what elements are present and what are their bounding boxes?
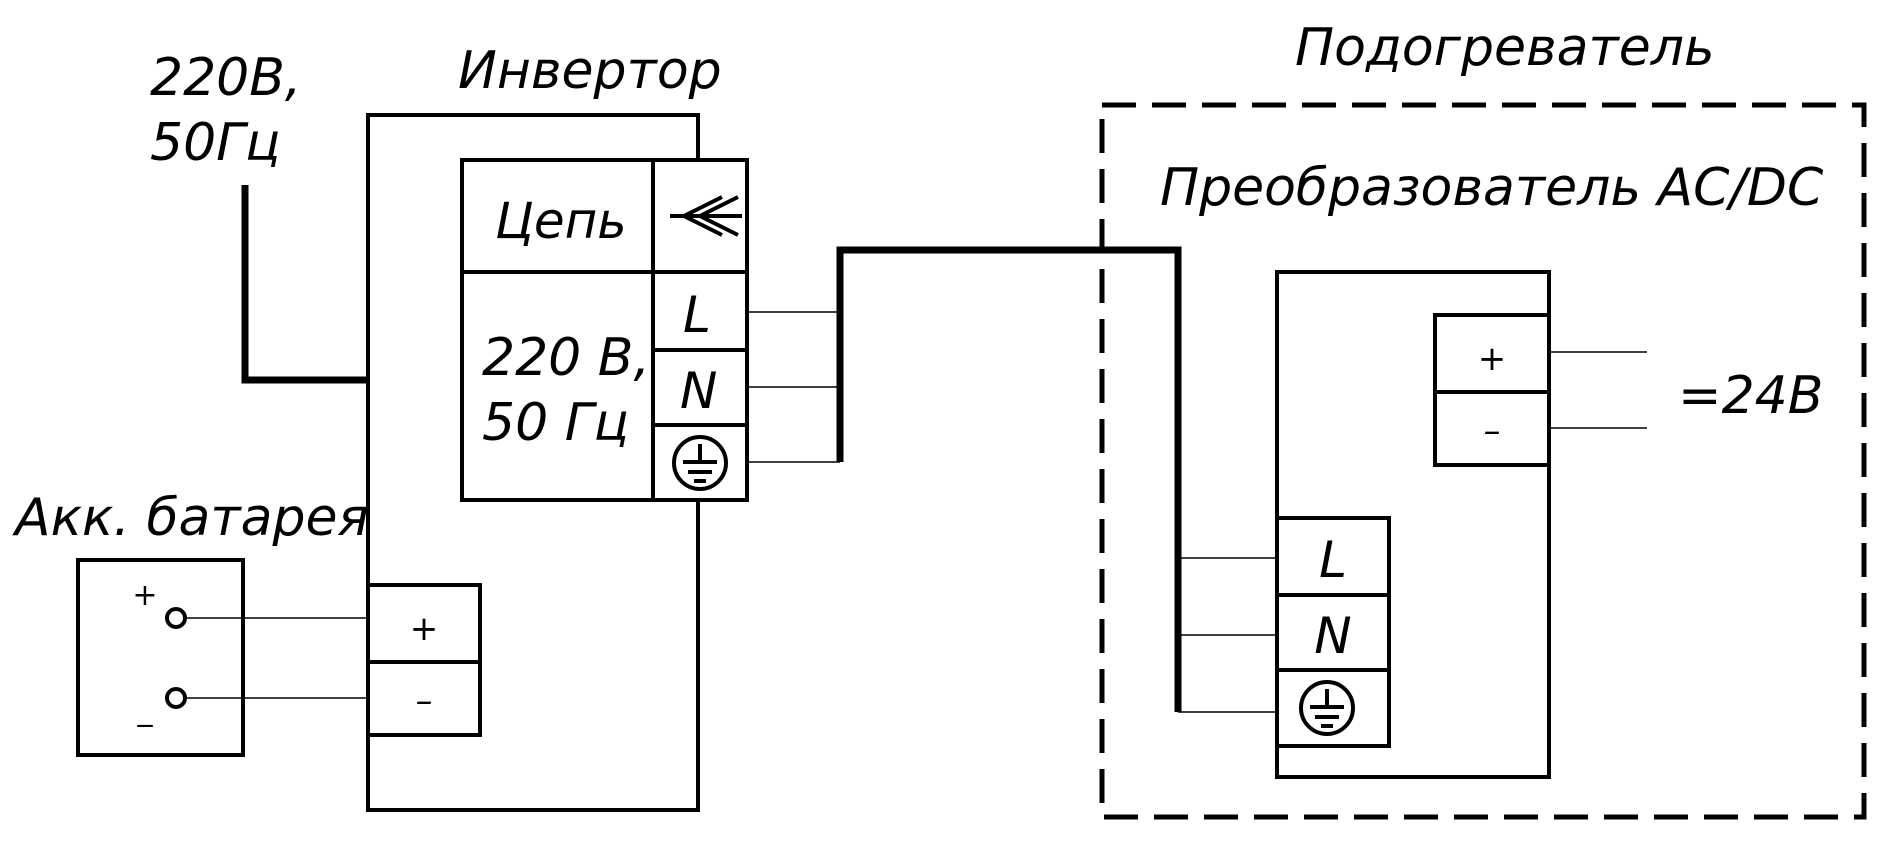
- mains-feed-wire: [241, 185, 368, 384]
- battery-title: Акк. батарея: [12, 488, 369, 548]
- converter-title: Преобразователь АС/DC: [1160, 158, 1824, 218]
- converter-terminal-minus: –: [1484, 411, 1501, 451]
- converter-terminal-n: N: [1314, 607, 1351, 665]
- converter-terminal-l: L: [1319, 531, 1347, 589]
- inverter-terminal-plus: +: [410, 609, 439, 649]
- protective-earth-icon: [672, 435, 728, 491]
- inverter-terminal-n: N: [680, 362, 717, 420]
- heater-title: Подогреватель: [1295, 18, 1715, 78]
- battery-minus-sign: _: [137, 693, 154, 728]
- converter-terminal-plus: +: [1478, 339, 1507, 379]
- converter-ac-terminals: L N: [1275, 516, 1391, 748]
- voltage-label-line2: 50 Гц: [482, 393, 629, 453]
- inverter-socket-block: Цепь 220 В, 50 Гц L N: [460, 158, 749, 502]
- converter-dc-terminals: + –: [1433, 313, 1551, 467]
- output-voltage-label: =24В: [1678, 366, 1823, 426]
- battery-plus-sign: +: [132, 578, 157, 613]
- mains-label-line1: 220В,: [150, 48, 301, 108]
- circuit-label: Цепь: [495, 192, 627, 250]
- inverter-dc-terminals: + –: [366, 583, 482, 737]
- socket-symbol-icon: [670, 195, 742, 237]
- battery-positive-terminal: [165, 607, 187, 629]
- voltage-label-line1: 220 В,: [482, 328, 650, 388]
- battery-box: [76, 558, 245, 757]
- protective-earth-icon: [1299, 680, 1355, 736]
- inverter-title: Инвертор: [458, 41, 722, 101]
- mains-label-line2: 50Гц: [150, 113, 281, 173]
- inverter-terminal-l: L: [683, 286, 711, 344]
- inverter-terminal-minus: –: [416, 681, 433, 721]
- heater-boundary: [1099, 102, 1867, 820]
- battery-negative-terminal: [165, 687, 187, 709]
- power-cable: [836, 246, 1182, 712]
